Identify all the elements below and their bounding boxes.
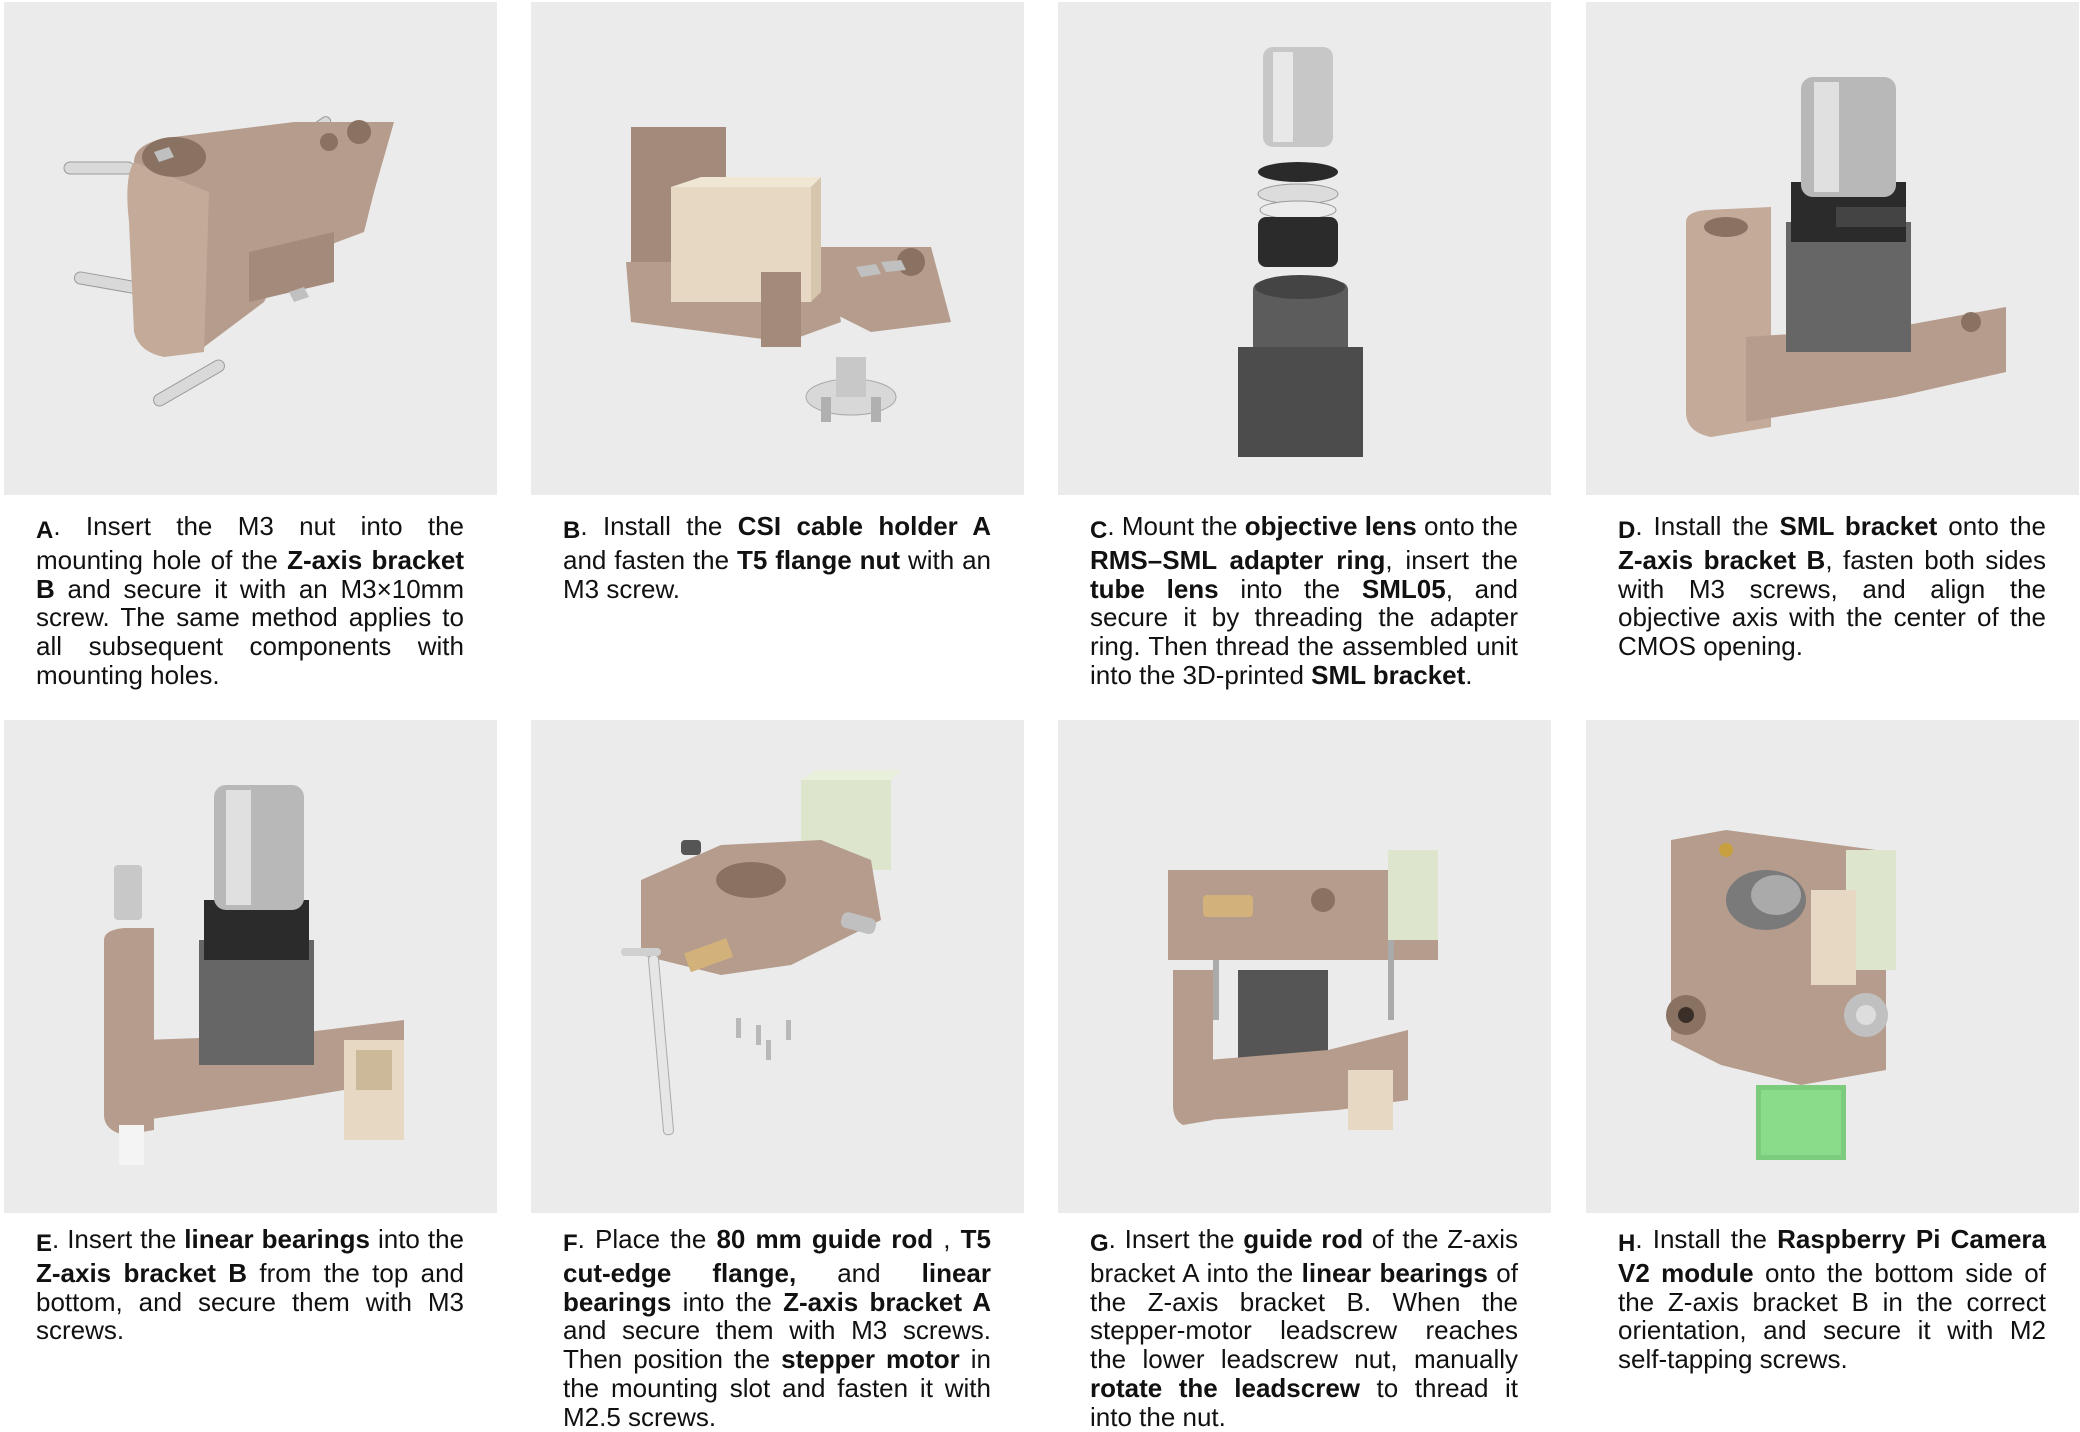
step-g-caption: G. Insert the guide rod of the Z-axis br… [1090,1225,1518,1432]
step-e-panel: E. Insert the linear bearings into the Z… [4,720,497,1345]
caption-bold-term: T5 flange nut [736,544,901,575]
caption-bold-term: tube lens [1090,573,1219,604]
caption-bold-term: T5 cut-edge flange, [563,1224,991,1288]
caption-text: , fasten both sides with M3 screws, and … [1618,544,2046,662]
guide-rod-stepper-image [621,770,901,1136]
caption-text: . [1465,659,1473,690]
caption-text: . Mount the [1107,511,1245,541]
step-e-render [4,720,497,1213]
caption-bold-term: linear bearings [1301,1257,1488,1288]
caption-bold-term: linear bearings [184,1224,370,1254]
linear-bearings-image [104,785,404,1165]
caption-bold-term: SML bracket [1311,659,1466,690]
step-c-panel: C. Mount the objective lens onto the RMS… [1058,2,1551,689]
step-a-panel: A. Insert the M3 nut into the mounting h… [4,2,497,689]
caption-text: and secure them with M3 screws. Then pos… [563,1315,991,1375]
step-a-render [4,2,497,495]
caption-text: onto the bottom side of the Z-axis brack… [1618,1257,2046,1375]
caption-bold-term: Raspberry Pi Camera V2 module [1618,1224,2046,1288]
step-letter: B [563,517,581,544]
caption-bold-term: Z-axis bracket A [783,1286,992,1317]
step-h-render [1586,720,2079,1213]
step-d-panel: D. Install the SML bracket onto the Z-ax… [1586,2,2079,661]
step-letter: C [1090,517,1108,544]
caption-bold-term: stepper motor [781,1344,960,1375]
step-e-caption: E. Insert the linear bearings into the Z… [36,1225,464,1345]
step-a-caption: A. Insert the M3 nut into the mounting h… [36,512,464,690]
caption-bold-term: 80 mm guide rod [716,1224,934,1254]
caption-text: , and secure it by threading the adapter… [1090,573,1519,690]
step-f-render [531,720,1024,1213]
caption-bold-term: rotate the leadscrew [1090,1372,1361,1403]
step-f-panel: F. Place the 80 mm guide rod , T5 cut-ed… [531,720,1024,1431]
caption-text: . Insert the [1108,1224,1244,1254]
caption-text: . Place the [577,1224,717,1254]
caption-bold-term: Z-axis bracket B [36,1257,248,1288]
caption-bold-term: SML05 [1361,573,1446,604]
step-g-render [1058,720,1551,1213]
caption-text: with an M3 screw. [563,544,991,604]
step-letter: D [1618,517,1636,544]
step-b-caption: B. Install the CSI cable holder A and fa… [563,512,991,603]
caption-text: and [796,1257,922,1288]
caption-bold-term: Z-axis bracket B [1618,544,1826,575]
step-c-caption: C. Mount the objective lens onto the RMS… [1090,512,1518,690]
guide-rod-insertion-image [1168,850,1438,1130]
step-letter: G [1090,1230,1109,1257]
caption-text: , insert the [1385,544,1518,575]
step-c-render [1058,2,1551,495]
caption-text: into the [671,1286,784,1317]
caption-bold-term: RMS–SML adapter ring [1090,544,1386,575]
caption-text: . Install the [1635,511,1780,541]
step-letter: H [1618,1230,1636,1257]
step-f-caption: F. Place the 80 mm guide rod , T5 cut-ed… [563,1225,991,1432]
caption-text: , [933,1224,961,1254]
caption-text: of the Z-axis bracket B. When the steppe… [1090,1257,1518,1375]
caption-text: onto the [1416,511,1518,541]
caption-text: . Install the [1635,1224,1778,1254]
caption-text: from the top and bottom, and secure them… [36,1257,464,1346]
step-letter: F [563,1230,578,1257]
caption-bold-term: Z-axis bracket B [36,544,464,604]
step-g-panel: G. Insert the guide rod of the Z-axis br… [1058,720,1551,1431]
step-h-caption: H. Install the Raspberry Pi Camera V2 mo… [1618,1225,2046,1374]
caption-bold-term: CSI cable holder A [737,511,991,541]
step-d-caption: D. Install the SML bracket onto the Z-ax… [1618,512,2046,661]
objective-lens-stack-image [1238,47,1363,457]
caption-text: into the [1218,573,1362,604]
step-h-panel: H. Install the Raspberry Pi Camera V2 mo… [1586,720,2079,1374]
caption-bold-term: objective lens [1244,511,1417,541]
caption-text: . Insert the M3 nut into the mounting ho… [36,511,464,575]
step-letter: A [36,517,54,544]
caption-bold-term: guide rod [1243,1224,1364,1254]
step-b-panel: B. Install the CSI cable holder A and fa… [531,2,1024,603]
caption-bold-term: linear bearings [563,1257,991,1317]
caption-text: of the Z-axis bracket A into the [1090,1224,1518,1288]
caption-text: onto the [1937,511,2046,541]
step-letter: E [36,1230,53,1257]
step-d-render [1586,2,2079,495]
caption-text: in the mounting slot and fasten it with … [563,1344,991,1432]
caption-text: and fasten the [563,544,737,575]
caption-text: and secure it with an M3×10mm screw. The… [36,573,464,690]
z-axis-bracket-b-exploded-image [63,116,394,407]
caption-bold-term: SML bracket [1779,511,1938,541]
caption-text: into the [370,1224,464,1254]
caption-text: . Install the [580,511,738,541]
caption-text: . Insert the [52,1224,185,1254]
sml-bracket-mounted-image [1686,77,2006,437]
csi-cable-holder-image [626,127,951,422]
raspberry-pi-camera-image [1666,830,1896,1160]
step-b-render [531,2,1024,495]
